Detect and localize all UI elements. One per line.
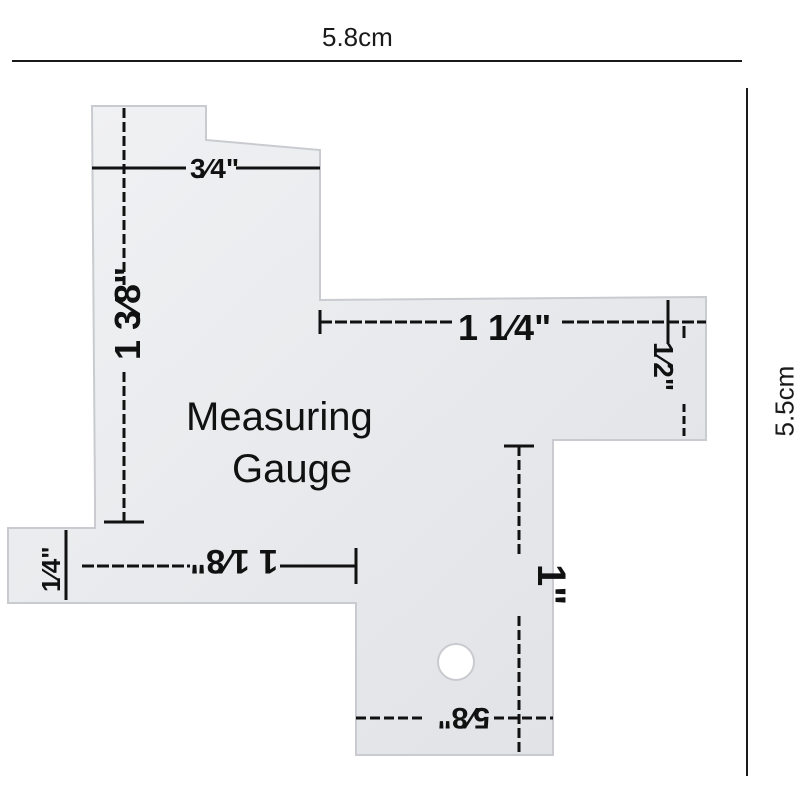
label-one-three-eighths: 1 3⁄8" — [107, 267, 148, 360]
gauge-title-line1: Measuring — [186, 395, 373, 439]
mark-one-inch — [504, 444, 534, 755]
mark-one-quarter-top — [318, 300, 706, 344]
gauge-body — [7, 105, 707, 756]
label-one-one-eighth: 1 1⁄8" — [190, 542, 278, 580]
label-one-quarter-top: 1 1⁄4" — [458, 307, 551, 348]
label-one-half: 1⁄2" — [648, 342, 679, 391]
mark-one-one-eighth — [82, 548, 358, 584]
width-dimension-line — [12, 60, 742, 62]
gauge-hole — [437, 643, 475, 681]
width-dimension-label: 5.8cm — [322, 22, 393, 52]
label-quarter-left: 1⁄4" — [36, 546, 66, 592]
label-five-eighths: 5⁄8" — [437, 701, 490, 734]
label-three-quarter: 3⁄4" — [190, 153, 239, 184]
gauge-title-line2: Gauge — [232, 447, 352, 491]
mark-one-three-eighths — [104, 108, 144, 524]
label-one-inch: 1" — [529, 564, 573, 605]
height-dimension-line — [746, 88, 748, 776]
